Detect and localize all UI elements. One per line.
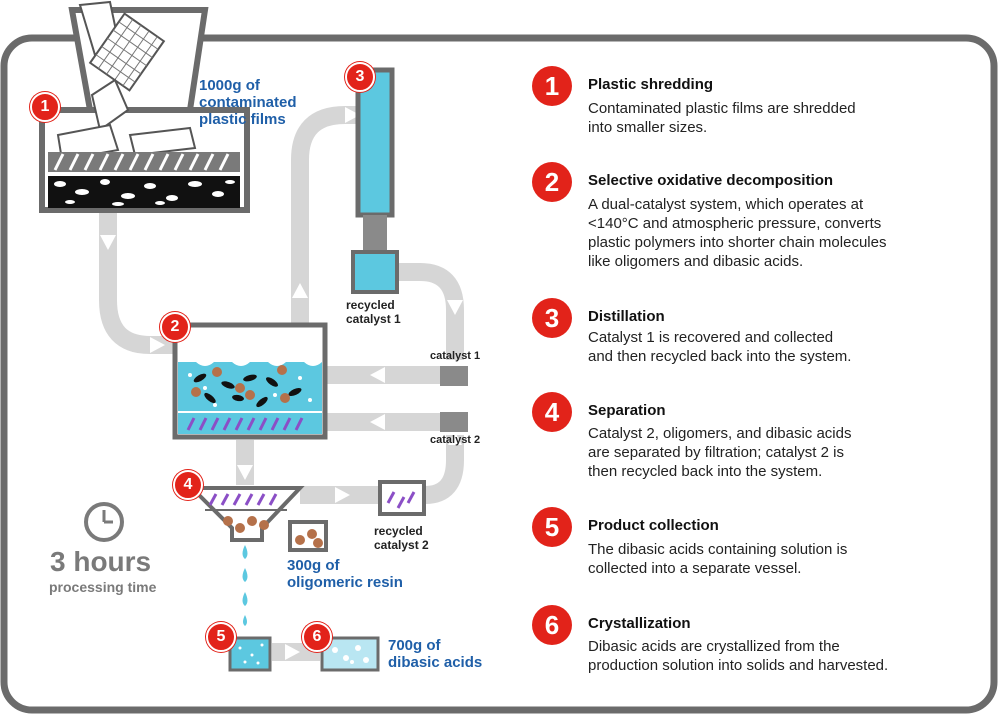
- step-title-5: Product collection: [588, 517, 719, 534]
- diagram-badge-4: 4: [173, 470, 203, 500]
- recycled-catalyst-2-box: [378, 480, 426, 516]
- label-line: 300g of: [287, 557, 340, 574]
- step-badge-6: 6: [532, 605, 572, 645]
- diagram-badge-6: 6: [302, 622, 332, 652]
- catalyst-2-cartridge: [440, 412, 468, 432]
- catalyst-2-label: catalyst 2: [430, 434, 481, 446]
- step-badge-3: 3: [532, 298, 572, 338]
- label-line: 700g of: [388, 637, 441, 654]
- input-label-line: 1000g of: [199, 77, 260, 94]
- recycled-catalyst-2-label: recycled catalyst 2: [374, 524, 429, 552]
- diagram-badge-1: 1: [30, 92, 60, 122]
- catalyst-1-label: catalyst 1: [430, 350, 481, 362]
- input-label-line: plastic films: [199, 111, 286, 128]
- label-line: oligomeric resin: [287, 574, 403, 591]
- step-desc-4: Catalyst 2, oligomers, and dibasic acids…: [588, 425, 852, 480]
- input-label: 1000g of contaminated plastic films: [199, 77, 297, 128]
- step-title-2: Selective oxidative decomposition: [588, 172, 834, 189]
- label-line: dibasic acids: [388, 654, 483, 671]
- processing-time-value: 3 hours: [50, 546, 152, 577]
- label-line: recycled: [346, 298, 395, 312]
- recycled-catalyst-1-label: recycled catalyst 1: [346, 298, 401, 326]
- processing-time-caption: processing time: [49, 579, 157, 595]
- step-desc-6: Dibasic acids are crystallized from the …: [588, 638, 889, 674]
- diagram-badge-3: 3: [345, 62, 375, 92]
- step-title-6: Crystallization: [588, 615, 691, 632]
- step-title-3: Distillation: [588, 308, 665, 325]
- step-badge-1: 1: [532, 66, 572, 106]
- catalyst-1-cartridge: [440, 366, 468, 386]
- step-badge-2: 2: [532, 162, 572, 202]
- separator-funnel: [187, 486, 305, 626]
- step-badge-4: 4: [532, 392, 572, 432]
- input-label-line: contaminated: [199, 94, 297, 111]
- diagram-badge-5: 5: [206, 622, 236, 652]
- collection-vessel: [228, 636, 272, 672]
- step-desc-3: Catalyst 1 is recovered and collected an…: [588, 329, 852, 365]
- distillation-column: [351, 67, 399, 294]
- clock-icon: [84, 502, 124, 542]
- step-title-1: Plastic shredding: [588, 76, 714, 93]
- step-title-4: Separation: [588, 402, 666, 419]
- reactor-vessel: [172, 322, 328, 440]
- step-desc-5: The dibasic acids containing solution is…: [588, 541, 848, 577]
- crystallization-vessel: [320, 636, 380, 672]
- diagram-badge-2: 2: [160, 312, 190, 342]
- label-line: catalyst 2: [374, 538, 429, 552]
- oligomeric-resin-box: [288, 520, 328, 552]
- step-desc-2: A dual-catalyst system, which operates a…: [588, 196, 887, 270]
- step-badge-5: 5: [532, 507, 572, 547]
- resin-label: 300g of oligomeric resin: [287, 557, 403, 591]
- label-line: catalyst 1: [346, 312, 401, 326]
- label-line: recycled: [374, 524, 423, 538]
- shredder-hopper: [39, 0, 250, 213]
- step-desc-1: Contaminated plastic films are shredded …: [588, 100, 856, 136]
- flow-arrows: [100, 107, 463, 660]
- acids-label: 700g of dibasic acids: [388, 637, 482, 671]
